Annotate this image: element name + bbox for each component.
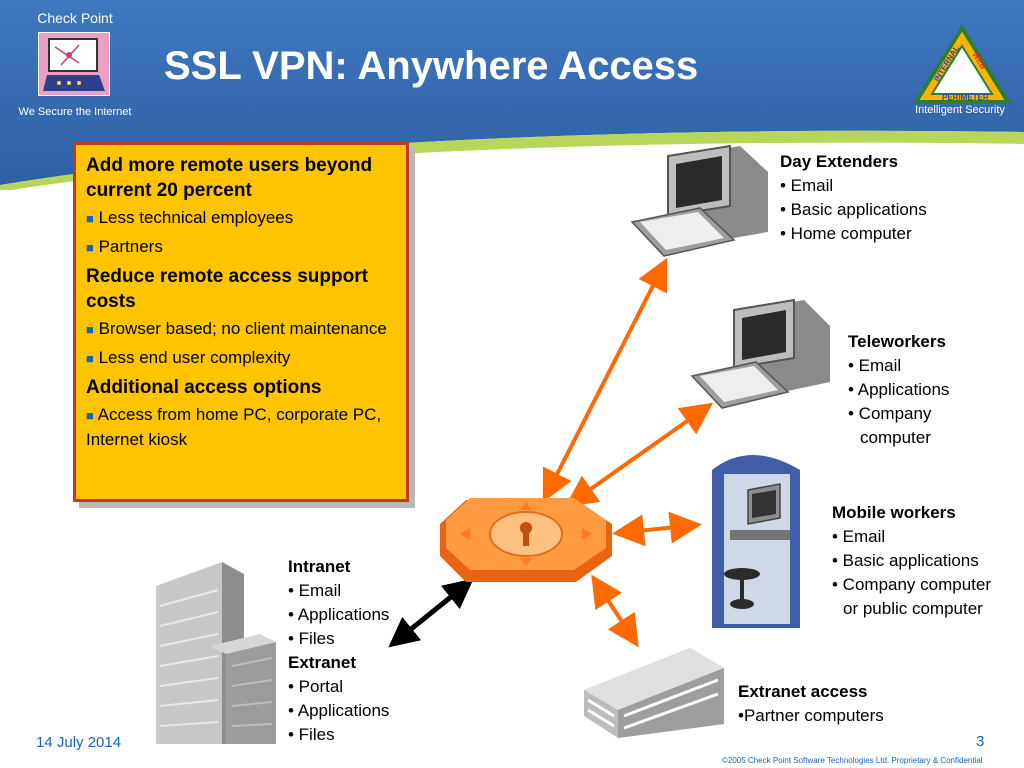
benefit-item-text: Partners	[98, 237, 163, 256]
label-bullet: • Basic applications	[780, 200, 927, 219]
benefit-heading-costs: Reduce remote access support costs	[86, 266, 368, 312]
footer-date: 14 July 2014	[36, 734, 122, 751]
benefit-item: ■ Less end user complexity	[86, 346, 396, 371]
benefit-item: ■ Browser based; no client maintenance	[86, 317, 396, 342]
partner-building-icon	[584, 648, 724, 738]
bullet-square-icon: ■	[86, 240, 94, 255]
teleworkers-label: Teleworkers • Email • Applications • Com…	[848, 330, 949, 450]
ssl-vpn-gateway-icon	[440, 498, 612, 582]
benefit-item-text: Access from home PC, corporate PC, Inter…	[86, 405, 382, 449]
label-bullet: • Email	[780, 176, 834, 195]
label-bullet: • Portal	[288, 677, 344, 696]
day-extenders-title: Day Extenders	[780, 152, 899, 171]
footer-copyright: ©2005 Check Point Software Technologies …	[722, 756, 983, 765]
intelligent-security-label: Intelligent Security	[915, 104, 1005, 116]
logo-graphic-icon	[38, 32, 110, 96]
benefit-item-text: Less end user complexity	[98, 348, 291, 367]
internet-kiosk-icon	[712, 455, 800, 628]
label-bullet: • Email	[832, 527, 886, 546]
label-bullet: • Applications	[288, 605, 390, 624]
extranet-access-title: Extranet access	[738, 682, 868, 701]
benefit-item: ■ Less technical employees	[86, 206, 396, 231]
intranet-extranet-label: Intranet • Email • Applications • Files …	[288, 555, 389, 747]
label-bullet: • Files	[288, 629, 335, 648]
label-bullet: • Company computer	[832, 575, 992, 594]
label-bullet: •Partner computers	[738, 706, 884, 725]
label-bullet: • Email	[848, 356, 902, 375]
bullet-square-icon: ■	[86, 408, 94, 423]
benefit-item: ■ Partners	[86, 235, 396, 260]
arrow-to-day-extenders	[542, 257, 668, 503]
label-bullet-continuation: computer	[860, 428, 931, 447]
label-bullet: • Email	[288, 581, 342, 600]
label-bullet: • Home computer	[780, 224, 912, 243]
label-bullet: • Basic applications	[832, 551, 979, 570]
mobile-workers-title: Mobile workers	[832, 503, 956, 522]
day-extenders-label: Day Extenders • Email • Basic applicatio…	[780, 150, 927, 246]
page-number: 3	[976, 733, 985, 750]
intelligent-security-triangle-icon: INTERNAL WEB PERIMETER	[912, 24, 1012, 104]
logo-top-text: Check Point	[37, 10, 113, 26]
benefit-item: ■ Access from home PC, corporate PC, Int…	[86, 403, 396, 452]
benefit-item-text: Browser based; no client maintenance	[98, 319, 387, 338]
company-computer-icon	[690, 298, 830, 409]
logo-tagline: We Secure the Internet	[18, 106, 132, 118]
benefits-box: Add more remote users beyond current 20 …	[73, 142, 409, 502]
intranet-title: Intranet	[288, 557, 351, 576]
arrow-to-teleworkers	[564, 402, 714, 508]
label-bullet: • Applications	[848, 380, 950, 399]
benefit-item-text: Less technical employees	[98, 208, 294, 227]
bullet-square-icon: ■	[86, 351, 94, 366]
label-bullet: • Files	[288, 725, 335, 744]
benefit-heading-options: Additional access options	[86, 377, 322, 398]
mobile-workers-label: Mobile workers • Email • Basic applicati…	[832, 501, 991, 621]
extranet-title: Extranet	[288, 653, 357, 672]
triangle-word-perimeter: PERIMETER	[942, 93, 989, 102]
extranet-access-label: Extranet access •Partner computers	[738, 680, 884, 728]
bullet-square-icon: ■	[86, 211, 94, 226]
corporate-building-icon	[156, 562, 276, 744]
arrow-to-mobile-workers	[612, 511, 702, 547]
arrow-to-extranet-access	[591, 574, 639, 648]
arrow-to-intranet	[388, 578, 474, 648]
label-bullet: • Company	[848, 404, 932, 423]
home-computer-icon	[630, 144, 768, 257]
teleworkers-title: Teleworkers	[848, 332, 946, 351]
label-bullet-continuation: or public computer	[843, 599, 983, 618]
label-bullet: • Applications	[288, 701, 390, 720]
check-point-logo: Check Point We Secure the Internet	[14, 10, 136, 122]
benefit-heading-users: Add more remote users beyond current 20 …	[86, 155, 373, 201]
page-title: SSL VPN: Anywhere Access	[164, 44, 699, 88]
bullet-square-icon: ■	[86, 322, 94, 337]
